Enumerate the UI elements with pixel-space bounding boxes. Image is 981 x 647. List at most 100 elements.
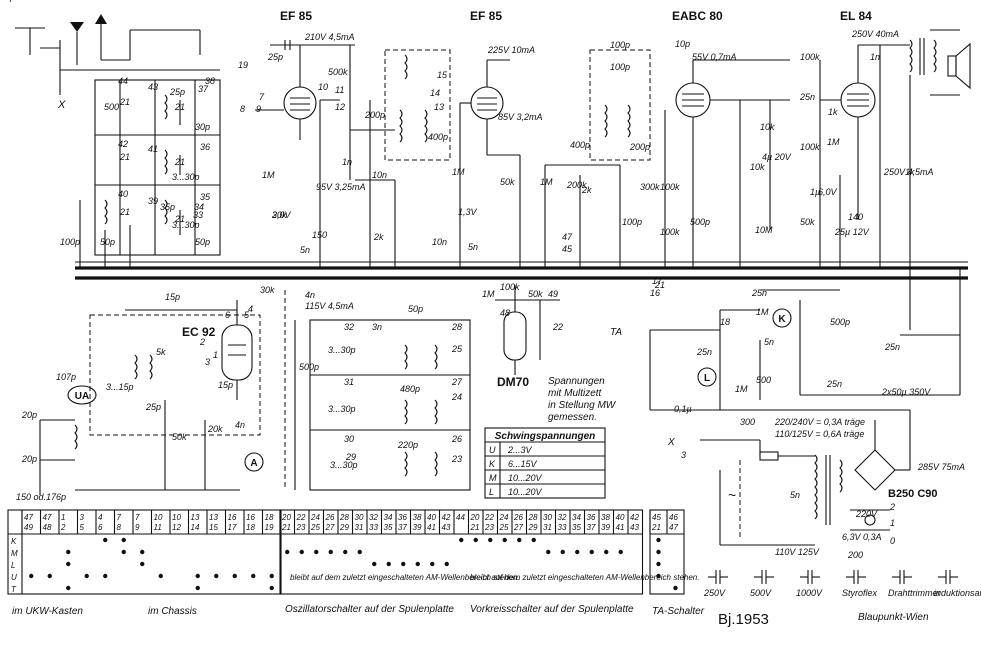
component-label: 11 bbox=[335, 85, 344, 95]
power-supply bbox=[700, 410, 911, 546]
switch-column-header: 42 bbox=[630, 513, 639, 522]
switch-contact-dot bbox=[343, 549, 348, 555]
ac-symbol: ~ bbox=[728, 487, 736, 503]
component-label: 10k bbox=[750, 162, 765, 172]
component-label: 100k bbox=[800, 142, 820, 152]
component-label: 45 bbox=[562, 244, 573, 254]
component-label: 1M bbox=[735, 384, 748, 394]
component-label: 9 bbox=[256, 104, 261, 114]
switch-contact-dot bbox=[656, 573, 661, 579]
component-label: 1n bbox=[870, 52, 880, 62]
component-label: 38 bbox=[205, 76, 215, 86]
switch-column-header: 31 bbox=[543, 523, 552, 532]
switch-contact-dot bbox=[357, 549, 362, 555]
component-label: 21 bbox=[119, 152, 130, 162]
switch-contact-dot bbox=[158, 573, 163, 579]
component-label: 5n bbox=[790, 490, 800, 500]
tube-ef85-1 bbox=[255, 40, 355, 268]
vibration-row-band: L bbox=[489, 487, 494, 497]
fuse-note-2: 110/125V = 0,6A träge bbox=[775, 429, 864, 439]
multimeter-note-line-2: mit Multizett bbox=[548, 388, 603, 399]
switch-contact-dot bbox=[232, 573, 237, 579]
legend-item: 250V bbox=[703, 570, 728, 598]
component-label: 1 bbox=[213, 350, 218, 360]
vibration-table-title: Schwingspannungen bbox=[495, 431, 596, 442]
component-label: 1M bbox=[262, 170, 275, 180]
component-label: 500k bbox=[328, 67, 348, 77]
switch-contact-dot bbox=[47, 573, 52, 579]
switch-column-header: 16 bbox=[228, 513, 237, 522]
switch-column-header: 47 bbox=[669, 523, 678, 532]
legend-label: induktionsarm bbox=[934, 588, 981, 598]
switch-column-header: 48 bbox=[43, 523, 52, 532]
component-label: 4n bbox=[235, 420, 245, 430]
component-label: 50p bbox=[408, 304, 423, 314]
switch-contact-dot bbox=[459, 537, 464, 543]
switch-row-label: K bbox=[11, 537, 17, 546]
switch-contact-dot bbox=[502, 537, 507, 543]
component-label: 4 bbox=[248, 304, 253, 314]
switch-contact-dot bbox=[251, 573, 256, 579]
component-label: 10k bbox=[760, 122, 775, 132]
tube-label-v2: EF 85 bbox=[470, 9, 502, 23]
tube-label-v1: EF 85 bbox=[280, 9, 312, 23]
rectifier-label: B250 C90 bbox=[888, 488, 938, 500]
switch-contact-dot bbox=[214, 573, 219, 579]
switch-contact-dot bbox=[575, 549, 580, 555]
switch-column-header: 25 bbox=[310, 523, 320, 532]
component-label: 110V 125V bbox=[775, 547, 820, 557]
switch-contact-dot bbox=[195, 585, 200, 591]
component-label: 15p bbox=[218, 380, 233, 390]
switch-contact-dot bbox=[121, 537, 126, 543]
switch-column-header: 33 bbox=[558, 523, 567, 532]
switch-column-header: 16 bbox=[246, 513, 255, 522]
component-label: 500p bbox=[830, 317, 850, 327]
component-label: 1M bbox=[756, 307, 769, 317]
switch-contact-dot bbox=[386, 561, 391, 567]
switch-column-header: 5 bbox=[80, 523, 85, 532]
switch-contact-dot bbox=[103, 573, 108, 579]
switch-column-header: 46 bbox=[669, 513, 678, 522]
svg-text:K: K bbox=[778, 314, 786, 325]
component-label: 25p bbox=[169, 87, 185, 97]
vibration-row-band: U bbox=[489, 445, 496, 455]
switch-column-header: 42 bbox=[442, 513, 451, 522]
component-label: 10p bbox=[675, 39, 690, 49]
tube-label-v6: DM70 bbox=[497, 375, 529, 389]
component-label: 3...30p bbox=[172, 220, 200, 230]
component-label: 50k bbox=[528, 289, 543, 299]
component-label: 400p bbox=[428, 132, 448, 142]
switch-column-header: 21 bbox=[470, 523, 480, 532]
marker-k: K bbox=[772, 308, 792, 328]
if-filter-1 bbox=[350, 49, 451, 268]
coil-switch-block bbox=[79, 79, 221, 268]
switch-column-header: 29 bbox=[339, 523, 349, 532]
fuse-note-1: 220/240V = 0,3A träge bbox=[774, 417, 865, 427]
switch-contact-dot bbox=[401, 561, 406, 567]
switch-column-header: 41 bbox=[427, 523, 436, 532]
switch-column-header: 38 bbox=[413, 513, 422, 522]
caption-ta-switch: TA-Schalter bbox=[652, 606, 705, 617]
component-label: 25n bbox=[751, 288, 767, 298]
legend-footer: Blaupunkt-Wien bbox=[858, 612, 929, 623]
output-transformer bbox=[909, 29, 960, 330]
switch-contact-dot bbox=[314, 549, 319, 555]
legend-item: induktionsarm bbox=[934, 570, 981, 598]
caption-oscillator-switch: Oszillatorschalter auf der Spulenplatte bbox=[285, 604, 454, 615]
component-label: 480p bbox=[400, 384, 420, 394]
component-label: 1µ bbox=[810, 187, 820, 197]
tube-eabc80 bbox=[664, 59, 790, 268]
component-label: 0,1µ bbox=[674, 404, 692, 414]
switch-contact-dot bbox=[473, 537, 478, 543]
component-label: 8 bbox=[240, 104, 245, 114]
switch-column-header: 28 bbox=[339, 513, 349, 522]
component-label: 10M bbox=[755, 225, 773, 235]
switch-column-header: 30 bbox=[355, 513, 364, 522]
component-label: 100p bbox=[622, 217, 642, 227]
component-label: 21 bbox=[174, 214, 185, 224]
switch-column-header: 11 bbox=[154, 523, 162, 532]
component-label: 100k bbox=[500, 282, 520, 292]
switch-column-header: 13 bbox=[191, 513, 200, 522]
switch-column-header: 40 bbox=[616, 513, 625, 522]
switch-column-header: 49 bbox=[24, 523, 33, 532]
